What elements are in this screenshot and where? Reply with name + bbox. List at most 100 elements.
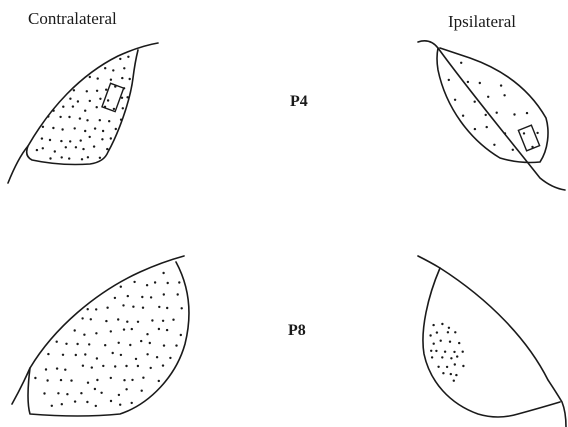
p4-ipsilateral-section [418,41,565,190]
label-dot [141,390,143,392]
p8-contralateral-section [12,256,189,416]
label-dot [110,137,112,139]
label-dot [65,343,67,345]
label-dot [95,308,97,310]
label-dot [433,343,435,345]
label-dot [112,69,114,71]
ipsilateral-header: Ipsilateral [448,12,516,31]
label-dot [453,380,455,382]
label-dot [447,331,449,333]
age-label-p8: P8 [288,322,306,339]
label-dot [110,377,112,379]
label-dot [123,67,125,69]
label-dot [59,116,61,118]
label-dot [106,307,108,309]
p8-ipsilateral-label-dots [429,323,464,382]
label-dot [74,329,76,331]
label-dot [56,341,58,343]
label-dot [49,157,51,159]
label-dot [123,379,125,381]
label-dot [86,401,88,403]
label-dot [68,116,70,118]
label-dot [120,354,122,356]
label-dot [99,98,101,100]
label-dot [172,319,174,321]
label-dot [60,379,62,381]
label-dot [57,392,59,394]
label-dot [101,138,103,140]
label-dot [113,108,115,110]
label-dot [431,356,433,358]
label-dot [142,377,144,379]
label-dot [84,353,86,355]
label-dot [96,357,98,359]
p4-ipsilateral-inner-contour [437,48,548,163]
label-dot [462,115,464,117]
label-dot [122,304,124,306]
label-dot [49,139,51,141]
label-dot [61,403,63,405]
label-dot [449,341,451,343]
label-dot [129,344,131,346]
label-dot [126,321,128,323]
label-dot [86,90,88,92]
label-dot [56,367,58,369]
label-dot [108,120,110,122]
label-dot [156,356,158,358]
p4-ipsilateral-label-dots [448,62,539,151]
label-dot [62,106,64,108]
label-dot [454,363,456,365]
label-dot [150,367,152,369]
label-dot [440,340,442,342]
label-dot [448,79,450,81]
label-dot [80,139,82,141]
label-dot [94,388,96,390]
label-dot [131,402,133,404]
label-dot [119,58,121,60]
label-dot [120,286,122,288]
label-dot [146,353,148,355]
label-dot [181,307,183,309]
label-dot [93,145,95,147]
label-dot [450,357,452,359]
label-dot [87,382,89,384]
label-dot [462,351,464,353]
label-dot [91,366,93,368]
p4-contralateral-section [8,43,158,183]
label-dot [118,394,120,396]
label-dot [526,112,528,114]
label-dot [86,119,88,121]
label-dot [110,330,112,332]
label-dot [163,344,165,346]
label-dot [448,327,450,329]
label-dot [474,101,476,103]
label-dot [137,365,139,367]
label-dot [89,76,91,78]
p8-ipsilateral-inner-contour [423,268,560,417]
label-dot [500,84,502,86]
label-dot [149,342,151,344]
label-dot [125,388,127,390]
label-dot [496,112,498,114]
label-dot [82,365,84,367]
label-dot [486,126,488,128]
label-dot [163,293,165,295]
label-dot [137,321,139,323]
label-dot [45,368,47,370]
label-dot [158,380,160,382]
label-dot [36,149,38,151]
label-dot [467,81,469,83]
label-dot [456,355,458,357]
label-dot [89,136,91,138]
label-dot [100,392,102,394]
p4-ipsilateral-outer-contour [418,41,565,190]
label-dot [66,393,68,395]
label-dot [96,90,98,92]
label-dot [513,113,515,115]
label-dot [503,94,505,96]
p4-contralateral-recording-box [102,83,124,111]
label-dot [536,132,538,134]
label-dot [430,350,432,352]
